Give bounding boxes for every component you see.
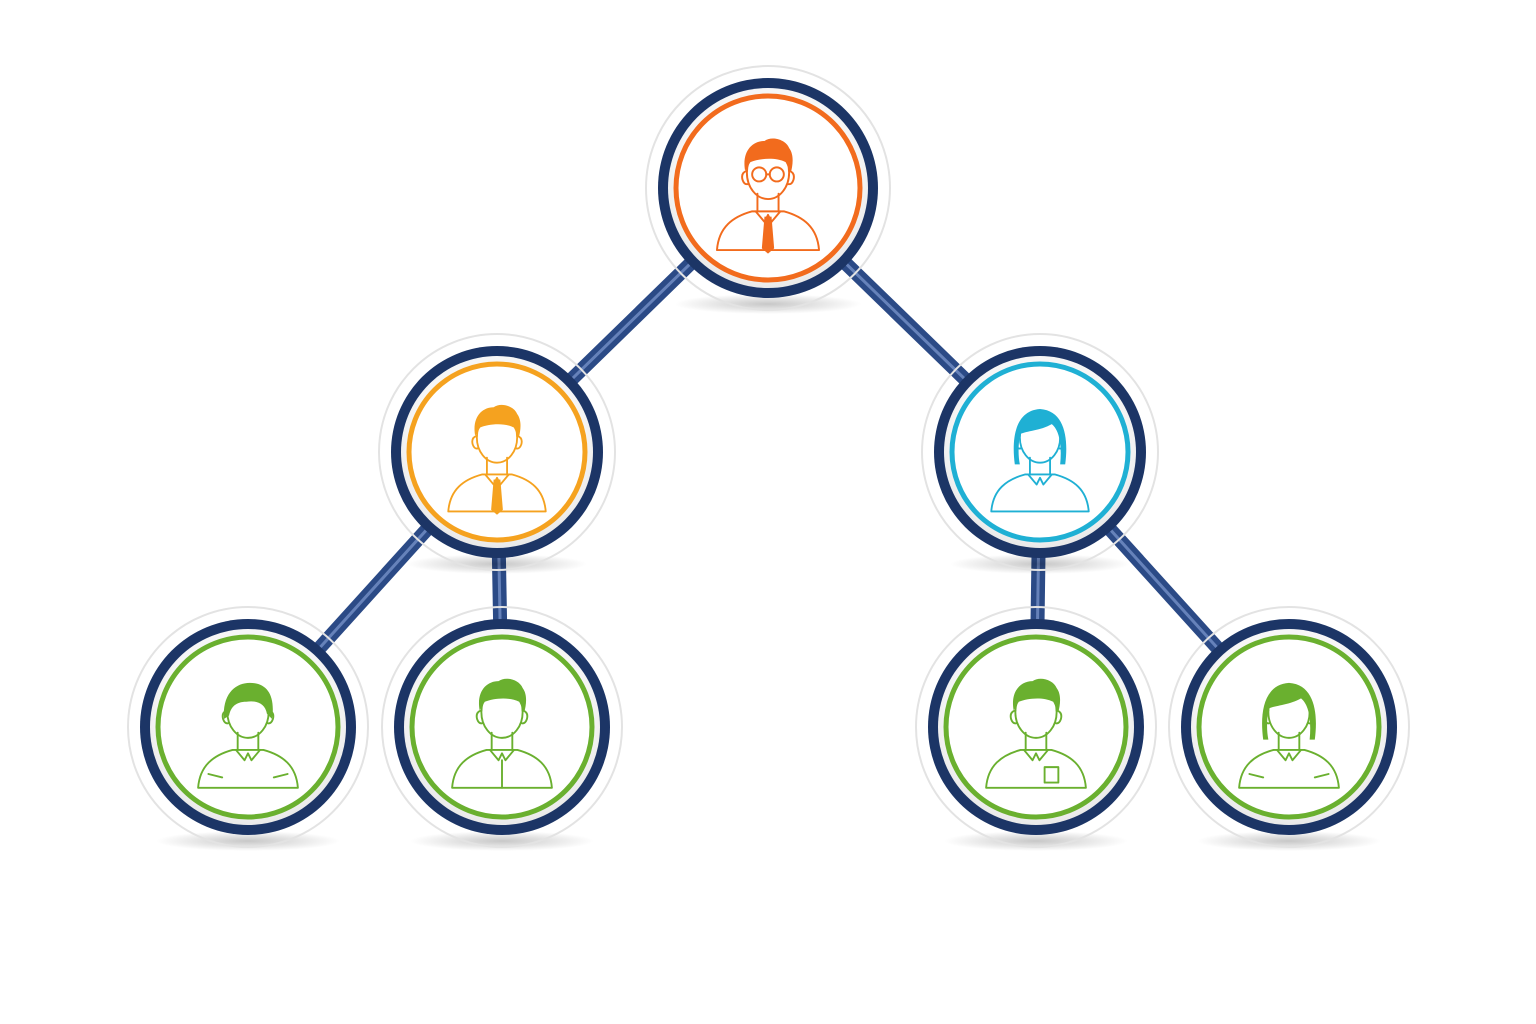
node-staff-4 — [1168, 606, 1410, 851]
node-shadow — [156, 831, 340, 851]
node-manager-right — [921, 333, 1159, 574]
node-shadow — [406, 554, 588, 574]
node-halo — [1168, 606, 1410, 848]
person-man-shirt-pocket-icon — [985, 678, 1087, 789]
node-halo — [127, 606, 369, 848]
node-color-ring — [943, 634, 1129, 820]
person-woman-short-hair-icon — [197, 682, 299, 789]
person-man-tie-icon — [447, 404, 547, 515]
node-color-ring — [949, 361, 1131, 543]
node-halo — [645, 65, 891, 311]
node-halo — [921, 333, 1159, 571]
node-manager-left — [378, 333, 616, 574]
node-staff-2 — [381, 606, 623, 851]
node-halo — [915, 606, 1157, 848]
person-woman-bob-icon — [1238, 682, 1340, 789]
person-man-glasses-tie-icon — [715, 138, 821, 254]
node-shadow — [674, 294, 862, 314]
node-staff-1 — [127, 606, 369, 851]
node-shadow — [944, 831, 1128, 851]
node-color-ring — [409, 634, 595, 820]
person-nodes — [127, 65, 1410, 851]
person-man-shirt-icon — [451, 678, 553, 789]
node-shadow — [949, 554, 1131, 574]
node-shadow — [1197, 831, 1381, 851]
node-color-ring — [155, 634, 341, 820]
node-halo — [381, 606, 623, 848]
node-halo — [378, 333, 616, 571]
node-shadow — [410, 831, 594, 851]
node-color-ring — [1196, 634, 1382, 820]
node-top-manager — [645, 65, 891, 314]
person-woman-collar-icon — [990, 408, 1090, 513]
node-staff-3 — [915, 606, 1157, 851]
